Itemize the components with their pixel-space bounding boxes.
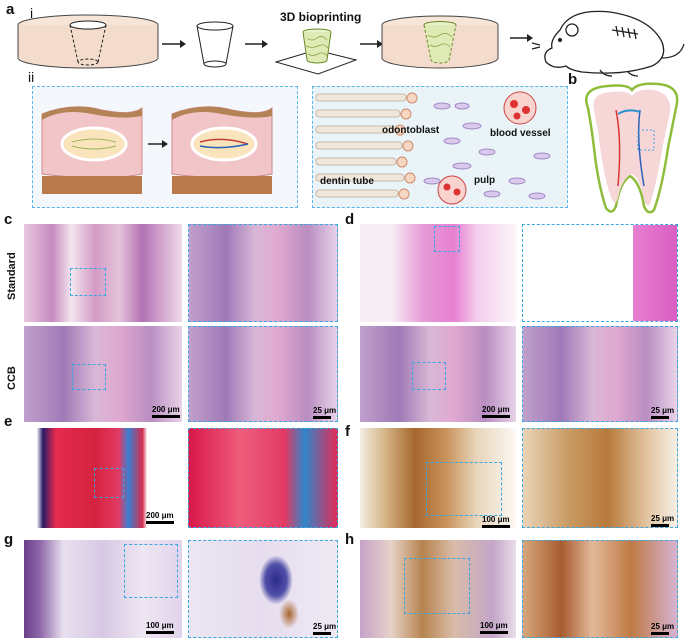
d-ccb-low-mag: 200 μm xyxy=(360,326,516,422)
dentin-tube-label: dentin tube xyxy=(320,176,374,187)
blood-vessel-label: blood vessel xyxy=(490,128,551,139)
scale-bar-label: 200 μm xyxy=(482,405,510,414)
pulp-schematic xyxy=(315,91,551,205)
c-ccb-high-mag: 25 μm xyxy=(188,326,338,422)
pulp-cells xyxy=(423,102,551,200)
scale-bar-label: 100 μm xyxy=(482,515,510,524)
panel-label-f: f xyxy=(345,423,350,440)
tooth-icon xyxy=(585,82,679,214)
h-high-mag: 25 μm xyxy=(522,540,678,638)
panel-label-a: a xyxy=(6,1,15,18)
scale-bar-label: 100 μm xyxy=(146,621,174,630)
panel-label-h: h xyxy=(345,531,355,548)
d-ccb-high-mag: 25 μm xyxy=(522,326,678,422)
scale-bar-label: 25 μm xyxy=(313,406,337,415)
c-standard-low-mag xyxy=(24,224,182,322)
g-high-mag: 25 μm xyxy=(188,540,338,638)
arrow-icon xyxy=(510,34,533,42)
scaffold-block-icon xyxy=(17,14,159,69)
d-standard-high-mag xyxy=(522,224,678,322)
panel-label-c: c xyxy=(4,211,13,228)
e-low-mag: 200 μm xyxy=(24,428,182,528)
sub-label-ii: ii xyxy=(28,69,35,85)
scale-bar-label: 200 μm xyxy=(152,405,180,414)
bioprinting-label: 3D bioprinting xyxy=(280,10,362,24)
g-low-mag: 100 μm xyxy=(24,540,182,638)
row-label-standard: Standard xyxy=(6,252,18,300)
row-label-ccb: CCB xyxy=(6,366,18,390)
odontoblast-label: odontoblast xyxy=(382,125,440,136)
panel-label-g: g xyxy=(4,531,14,548)
c-ccb-low-mag: 200 μm xyxy=(24,326,182,422)
tissue-block-schematic xyxy=(41,106,273,194)
panel-label-d: d xyxy=(345,211,355,228)
mouse-icon xyxy=(531,10,685,77)
arrow-icon xyxy=(360,40,383,48)
f-low-mag: 100 μm xyxy=(360,428,516,528)
bioprinted-cup-icon xyxy=(274,28,358,75)
panel-label-e: e xyxy=(4,413,13,430)
scale-bar-label: 100 μm xyxy=(480,621,508,630)
c-standard-high-mag xyxy=(188,224,338,322)
pulp-label: pulp xyxy=(474,175,496,186)
scale-bar-label: 25 μm xyxy=(313,622,337,631)
cup-icon xyxy=(196,21,234,68)
d-standard-low-mag xyxy=(360,224,516,322)
scale-bar-label: 25 μm xyxy=(651,514,675,523)
e-high-mag xyxy=(188,428,338,528)
scale-bar-label: 25 μm xyxy=(651,406,675,415)
arrow-icon xyxy=(245,40,268,48)
f-high-mag: 25 μm xyxy=(522,428,678,528)
scale-bar-label: 200 μm xyxy=(146,511,174,520)
dentin-tubes xyxy=(315,93,407,198)
panel-label-b: b xyxy=(568,71,578,88)
blood-vessel-icon xyxy=(437,91,537,205)
workflow-schematic xyxy=(17,10,685,77)
tissue-block-icon xyxy=(41,106,143,194)
arrow-icon xyxy=(148,140,168,148)
tissue-block-vascularized-icon xyxy=(171,106,273,194)
arrow-icon xyxy=(162,40,186,48)
scale-bar-label: 25 μm xyxy=(651,622,675,631)
tooth-schematic xyxy=(585,82,679,214)
odontoblast-cells xyxy=(394,92,418,200)
scaffold-construct-icon xyxy=(381,15,499,69)
sub-label-i: i xyxy=(30,5,34,21)
h-low-mag: 100 μm xyxy=(360,540,516,638)
